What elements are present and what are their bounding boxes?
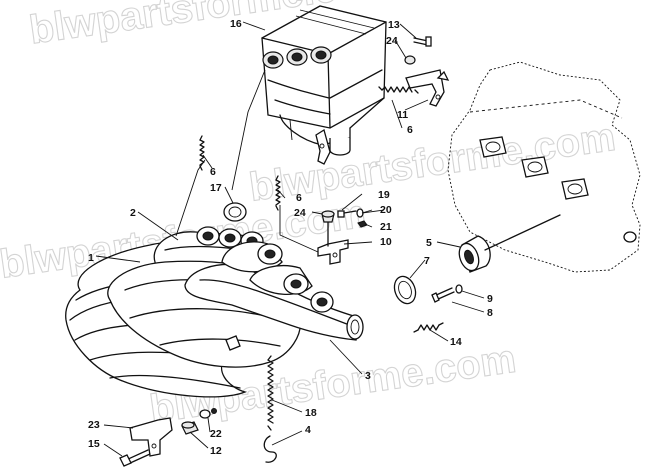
leader-lines: [95, 21, 485, 457]
callout-6-middle: 6: [296, 192, 302, 204]
washer-22: [199, 408, 217, 419]
bracket-23: [129, 417, 173, 457]
callout-10: 10: [380, 236, 392, 248]
hook-4: [263, 435, 277, 463]
callout-13: 13: [388, 19, 400, 31]
grommet-12: [181, 421, 199, 435]
callout-6-top: 6: [407, 124, 413, 136]
watermark-text-right: blwpartsforme.com: [247, 115, 619, 210]
callouts: 16 13 24 11 6 6 17 2 6 19 20 24 21 10 1 …: [88, 18, 493, 457]
callout-16: 16: [230, 18, 242, 30]
gasket-ring-17: [223, 202, 247, 222]
callout-2: 2: [130, 207, 136, 219]
bolt-9: [431, 287, 455, 303]
callout-1: 1: [88, 252, 94, 264]
y-pipe-3: [184, 241, 364, 351]
washer-8: [455, 284, 463, 294]
callout-6-left: 6: [210, 166, 216, 178]
bolt-15: [119, 449, 151, 467]
callout-9: 9: [487, 293, 493, 305]
callout-20: 20: [380, 204, 392, 216]
callout-4: 4: [305, 424, 311, 436]
spring-18: [267, 355, 274, 431]
callout-23: 23: [88, 419, 100, 431]
callout-24-top: 24: [386, 35, 398, 47]
callout-21: 21: [380, 221, 392, 233]
spring-6-top: [378, 86, 419, 94]
callout-24-middle: 24: [294, 207, 306, 219]
silencer-box: [261, 5, 387, 165]
flange-coupler-5: [458, 214, 561, 273]
callout-12: 12: [210, 445, 222, 457]
bracket-10: [317, 221, 349, 265]
callout-22: 22: [210, 428, 222, 440]
callout-3: 3: [365, 370, 371, 382]
callout-11: 11: [397, 109, 408, 121]
callout-17: 17: [210, 182, 222, 194]
engine-exhaust-ports: [479, 136, 637, 243]
bolt-19: [337, 210, 357, 218]
callout-7: 7: [424, 255, 430, 267]
callout-5: 5: [426, 237, 432, 249]
callout-15: 15: [88, 438, 100, 450]
callout-18: 18: [305, 407, 317, 419]
engine-block-outline: [447, 61, 641, 273]
callout-14: 14: [450, 336, 462, 348]
grommet-24-middle: [321, 210, 335, 223]
bracket-top: [404, 36, 450, 107]
spring-14: [413, 322, 444, 333]
callout-8: 8: [487, 307, 493, 319]
seal-ring-7: [393, 275, 417, 305]
callout-19: 19: [378, 189, 390, 201]
grommet-24-top: [404, 55, 416, 65]
bolt-13: [413, 36, 432, 47]
